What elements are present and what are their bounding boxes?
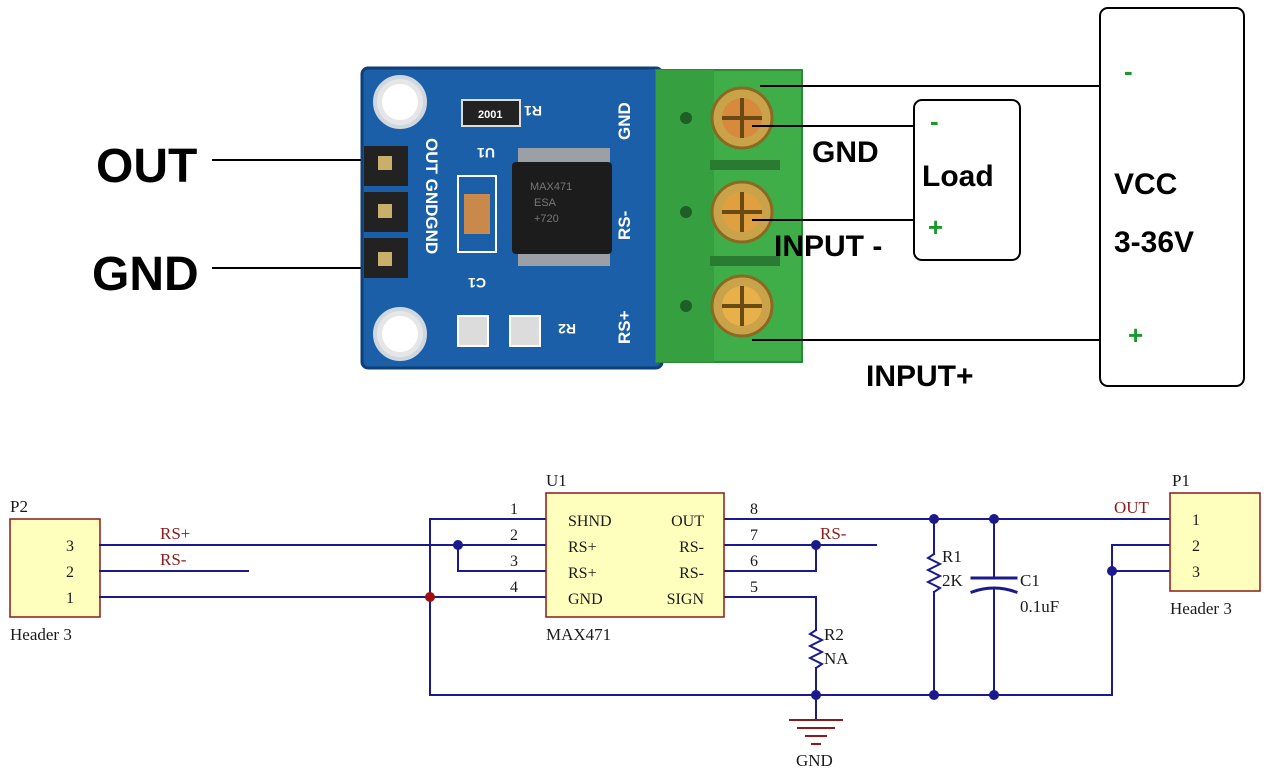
u1-pin-4-name: GND: [568, 591, 603, 608]
u1-pin-7-num: 7: [750, 527, 758, 544]
schematic: P2 Header 3 3 2 1: [9, 471, 1261, 770]
u1-pin-8-name: OUT: [671, 513, 704, 530]
r2-value: NA: [824, 649, 849, 668]
u1-pin-7-name: RS-: [679, 539, 704, 556]
silk-r2: R2: [558, 321, 576, 337]
r2-ref: R2: [824, 625, 844, 644]
u1-pin-6-name: RS-: [679, 565, 704, 582]
vcc-label: VCC: [1114, 168, 1177, 201]
vcc-plus-sign: +: [1128, 320, 1143, 350]
p1-pin-2: 2: [1192, 538, 1200, 555]
label-gnd: GND: [92, 248, 199, 301]
chip-text-3: +720: [534, 213, 559, 225]
label-out: OUT: [96, 140, 197, 193]
r1-value: 2K: [942, 571, 964, 590]
mount-hole-bottom-inner: [382, 316, 418, 352]
capacitor-c1-pad: [457, 175, 497, 253]
net-rs-minus-left: RS-: [160, 550, 187, 569]
pin-tip: [378, 156, 392, 170]
gnd-symbol: [789, 719, 843, 745]
vcc-minus-sign: -: [1124, 56, 1133, 86]
p2-pin-2: 2: [66, 564, 74, 581]
load-plus-sign: +: [928, 212, 943, 242]
vcc-range-label: 3-36V: [1114, 226, 1194, 259]
label-gnd-terminal: GND: [812, 136, 879, 169]
screw-rs-minus: [710, 180, 774, 244]
u1-pin-6-num: 6: [750, 553, 758, 570]
u1-ref: U1: [546, 471, 567, 490]
label-input-plus: INPUT+: [866, 360, 974, 393]
u1-pin-5-num: 5: [750, 579, 758, 596]
u1-pin-1-num: 1: [510, 501, 518, 518]
terminal-hole: [680, 300, 692, 312]
u1-name: MAX471: [546, 625, 611, 644]
screw-rs-plus: [710, 274, 774, 338]
load-box: [913, 99, 1021, 261]
p1-pin-1: 1: [1192, 512, 1200, 529]
resistor-r1: [461, 99, 521, 127]
vcc-box: [1099, 7, 1245, 387]
net-rs-plus: RS+: [160, 524, 190, 543]
terminal-hole: [680, 206, 692, 218]
chip-legs-top: [518, 148, 610, 164]
silk-u1: U1: [477, 145, 495, 161]
junction-dot-red: [425, 592, 435, 602]
resistor-code: 2001: [478, 109, 502, 121]
c1-ref: C1: [1020, 571, 1040, 590]
p2-pin-1: 1: [66, 590, 74, 607]
module-photo: OUT GNDGND 2001 R1 U1 C1 MAX471 ESA +720…: [92, 7, 1245, 393]
r1-ref: R1: [942, 547, 962, 566]
r2-pad-right: [509, 315, 541, 347]
chip-text-2: ESA: [534, 197, 557, 209]
silk-c1: C1: [468, 275, 486, 291]
silk-rs-minus: RS-: [615, 211, 634, 240]
p1-name: Header 3: [1170, 599, 1232, 618]
max471-chip: MAX471 ESA +720: [512, 148, 612, 266]
u1-pin-2-num: 2: [510, 527, 518, 544]
p2-pin-3: 3: [66, 538, 74, 555]
terminal-divider: [710, 256, 780, 266]
chip-text-1: MAX471: [530, 181, 572, 193]
silk-gnd: GND: [615, 102, 634, 140]
silk-r1: R1: [524, 103, 542, 119]
screw-gnd: [710, 86, 774, 150]
r2-pad-left: [457, 315, 489, 347]
terminal-hole: [680, 112, 692, 124]
net-out: OUT: [1114, 498, 1150, 517]
r2-resistor-symbol: [807, 628, 825, 670]
u1-pin-4-num: 4: [510, 579, 518, 596]
gnd-symbol-label: GND: [796, 751, 833, 770]
p1-ref: P1: [1172, 471, 1190, 490]
load-label: Load: [922, 160, 994, 193]
terminal-divider: [710, 160, 780, 170]
chip-body: [512, 162, 612, 254]
p2-name: Header 3: [10, 625, 72, 644]
c1-value: 0.1uF: [1020, 597, 1059, 616]
u1-pin-3-num: 3: [510, 553, 518, 570]
c1-plate-bottom: [970, 586, 1018, 594]
capacitor-c1: [464, 194, 490, 234]
label-input-minus: INPUT -: [774, 230, 882, 263]
p2-header-body: [9, 518, 101, 618]
u1-pin-8-num: 8: [750, 501, 758, 518]
u1-pin-5-name: SIGN: [667, 591, 705, 608]
pin-tip: [378, 252, 392, 266]
net-rs-minus-right: RS-: [820, 524, 847, 543]
silk-rs-plus: RS+: [615, 310, 634, 344]
silk-out-gnd-gnd: OUT GNDGND: [422, 138, 441, 254]
u1-ic-body: [545, 492, 725, 618]
load-minus-sign: -: [930, 106, 939, 136]
p1-pin-3: 3: [1192, 564, 1200, 581]
u1-pin-2-name: RS+: [568, 539, 597, 556]
p1-header-body: [1169, 492, 1261, 592]
u1-pin-3-name: RS+: [568, 565, 597, 582]
r1-resistor-symbol: [925, 552, 943, 594]
mount-hole-top-inner: [382, 84, 418, 120]
p2-ref: P2: [10, 497, 28, 516]
pin-tip: [378, 204, 392, 218]
u1-pin-1-name: SHND: [568, 513, 612, 530]
junction-dots: [453, 514, 1117, 700]
